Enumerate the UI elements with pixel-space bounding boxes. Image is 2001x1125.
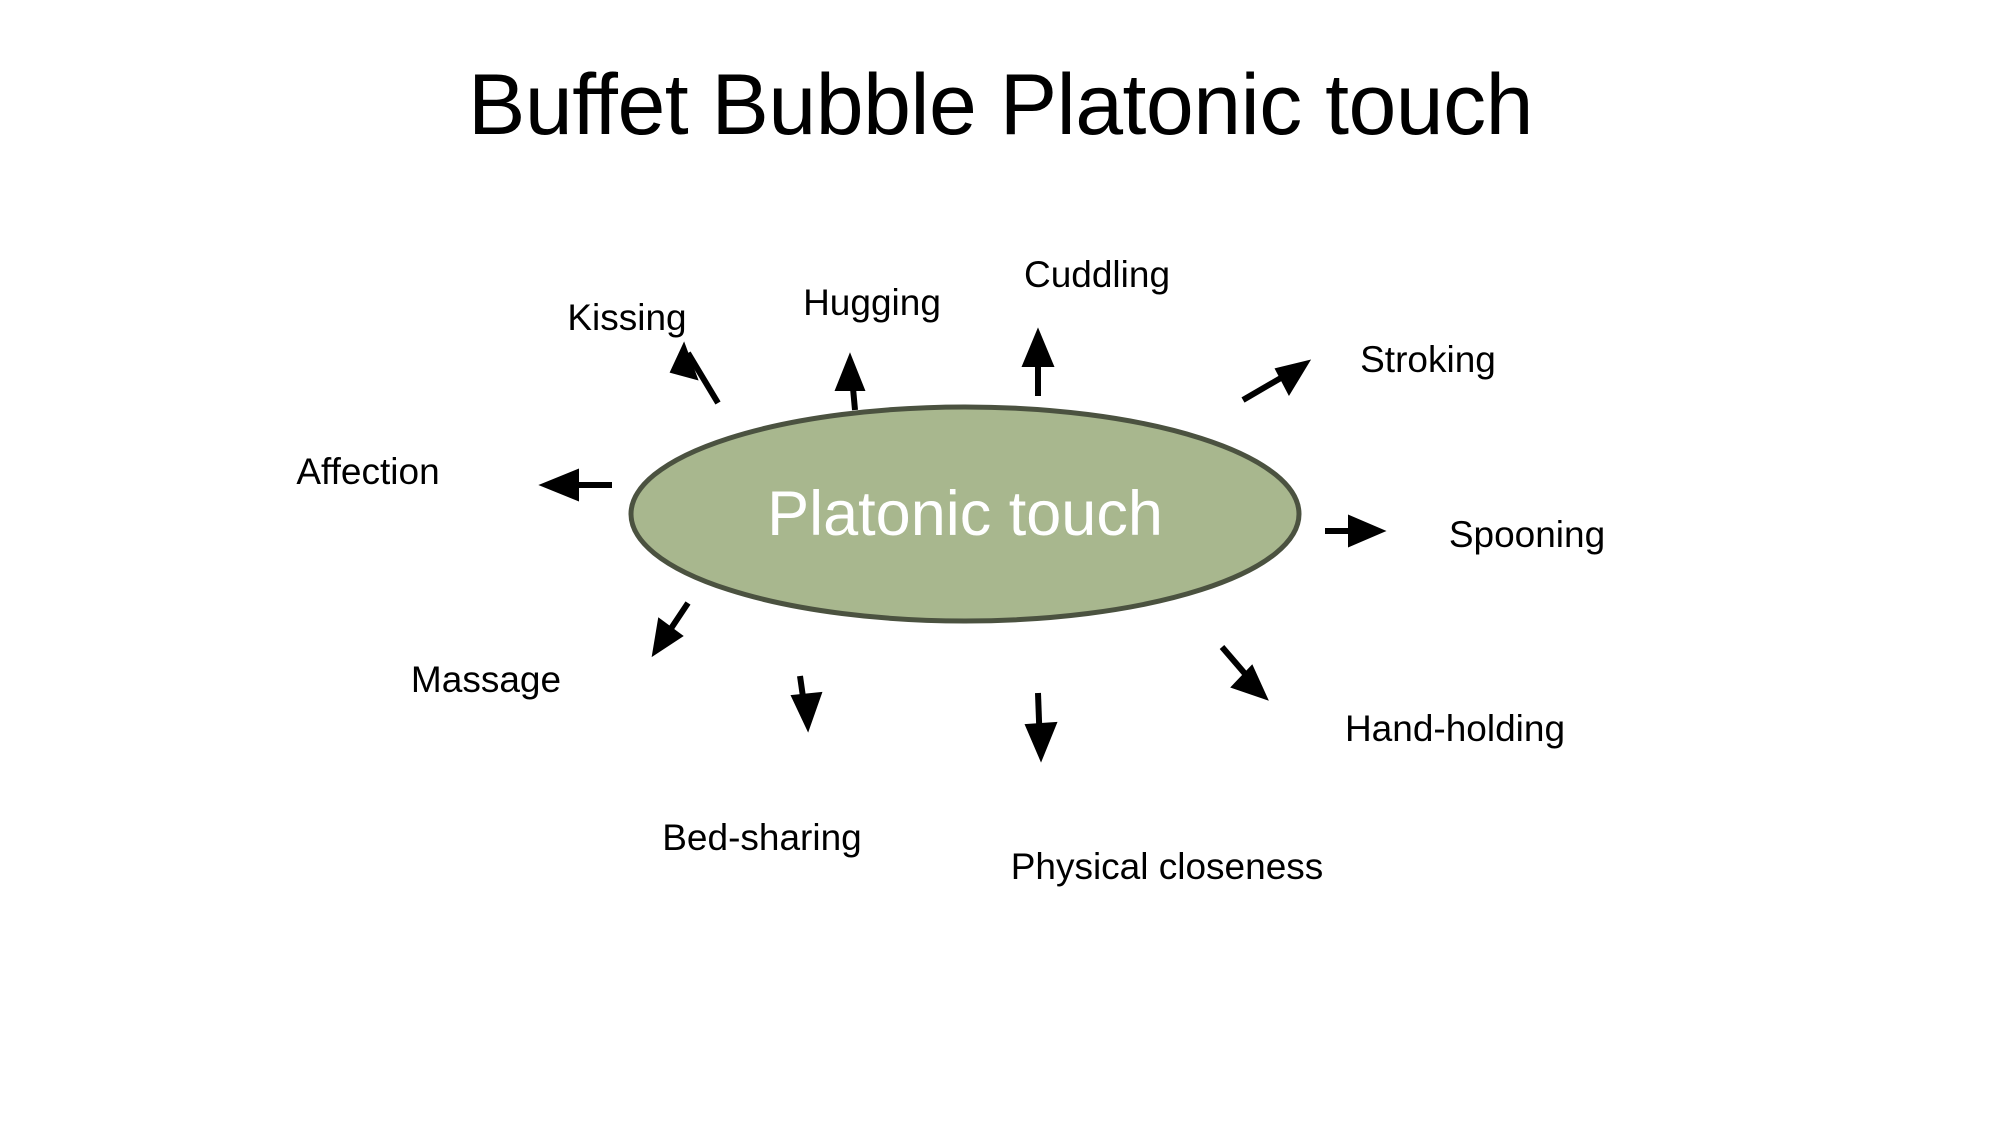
branch-label-spooning[interactable]: Spooning bbox=[1449, 514, 1605, 555]
arrow-down-icon bbox=[790, 675, 823, 733]
center-node-label: Platonic touch bbox=[767, 479, 1163, 549]
arrow-right-icon bbox=[1325, 514, 1387, 548]
branch-label-massage[interactable]: Massage bbox=[411, 659, 561, 700]
branch-label-kissing[interactable]: Kissing bbox=[567, 297, 686, 338]
page-title: Buffet Bubble Platonic touch bbox=[468, 57, 1533, 153]
branch-label-hand-holding[interactable]: Hand-holding bbox=[1345, 708, 1565, 749]
branch-label-stroking[interactable]: Stroking bbox=[1360, 339, 1496, 380]
branch-label-cuddling[interactable]: Cuddling bbox=[1024, 254, 1170, 295]
center-node-ellipse[interactable] bbox=[628, 404, 1302, 624]
arrow-up-left-icon bbox=[669, 341, 721, 405]
arrow-left-icon bbox=[538, 468, 612, 502]
branch-label-affection[interactable]: Affection bbox=[296, 451, 439, 492]
arrow-up-right-icon bbox=[1241, 359, 1312, 403]
arrow-down-left-icon bbox=[651, 601, 691, 658]
arrow-down-icon bbox=[1024, 692, 1058, 763]
branch-label-bed-sharing[interactable]: Bed-sharing bbox=[662, 817, 862, 858]
branch-label-hugging[interactable]: Hugging bbox=[803, 282, 941, 323]
arrow-up-icon bbox=[834, 352, 866, 411]
branch-label-physical-closeness[interactable]: Physical closeness bbox=[1011, 846, 1324, 887]
arrow-up-icon bbox=[1021, 327, 1055, 396]
arrow-down-right-icon bbox=[1219, 645, 1269, 701]
